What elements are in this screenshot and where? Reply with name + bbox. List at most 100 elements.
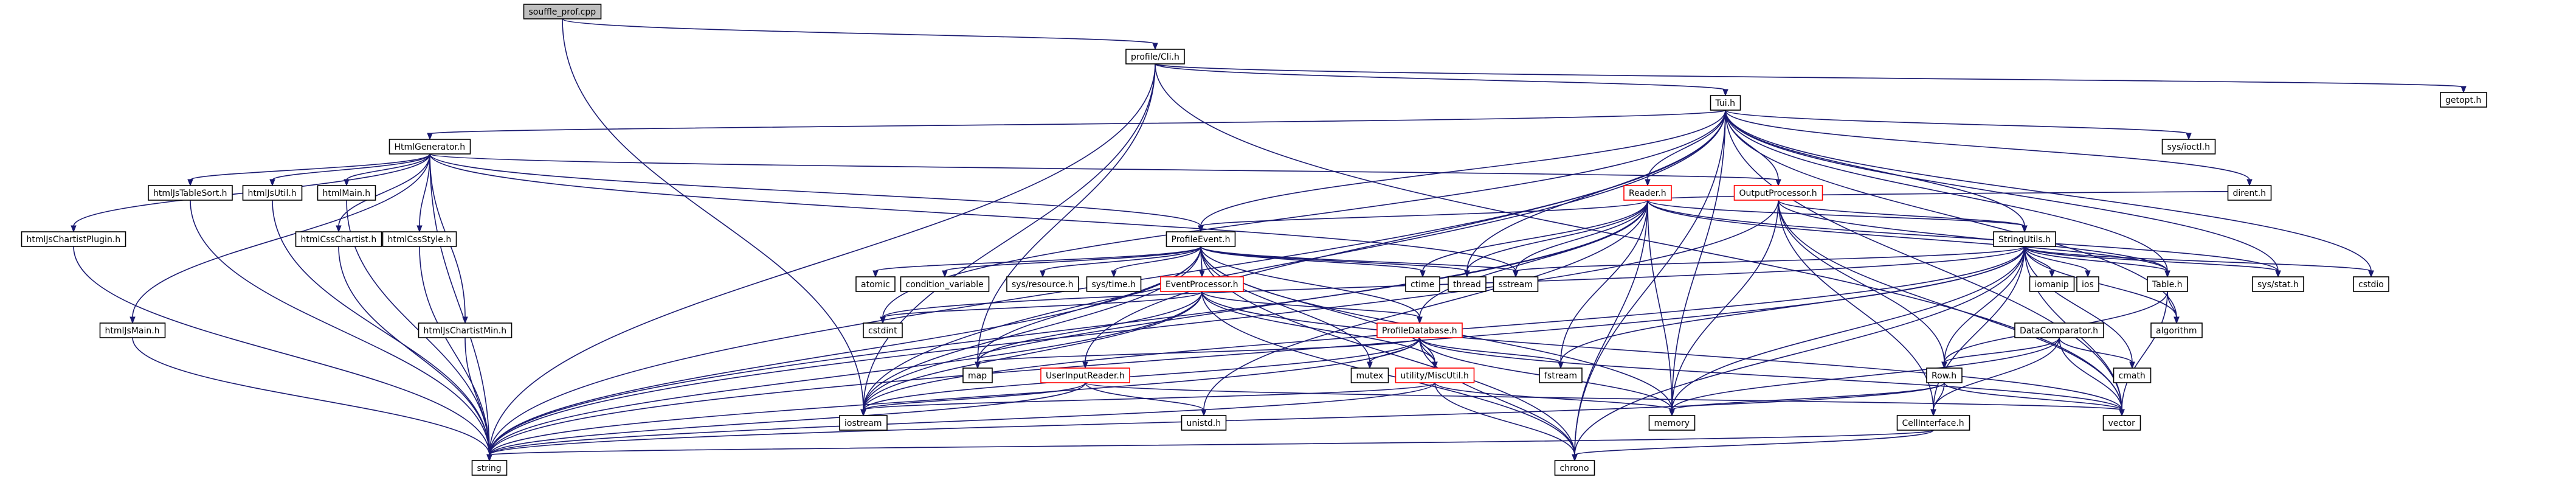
node-label: souffle_prof.cpp [529, 7, 596, 17]
dependency-edge-ProfileEvent_h-to-thread [1200, 246, 1470, 278]
node-table-h[interactable]: Table.h [2147, 276, 2188, 292]
dependency-edge-ProfileEvent_h-to-sys_time_h [1111, 246, 1201, 278]
node-label: sys/resource.h [1012, 280, 1073, 290]
node-condition-variable[interactable]: condition_variable [900, 276, 990, 292]
dependency-edge-HtmlCssStyle_h-to-string [419, 246, 492, 462]
dependency-edge-ProfileEvent_h-to-atomic [872, 246, 1201, 278]
dependency-edge-StringUtils_h-to-cstdio [2024, 246, 2374, 278]
node-mutex[interactable]: mutex [1350, 367, 1389, 383]
node-label: unistd.h [1187, 419, 1221, 428]
node-sstream[interactable]: sstream [1493, 276, 1539, 292]
node-chrono[interactable]: chrono [1554, 460, 1595, 476]
node-label: htmlJsTableSort.h [153, 189, 227, 198]
dependency-edge-Reader_h-to-memory [1647, 200, 1675, 417]
node-eventprocessor-h[interactable]: EventProcessor.h [1160, 276, 1244, 292]
dependency-edge-EventProcessor_h-to-map [975, 291, 1203, 369]
node-getopt-h[interactable]: getopt.h [2440, 92, 2487, 108]
node-label: iostream [844, 419, 882, 428]
node-tui-h[interactable]: Tui.h [1710, 95, 1741, 111]
node-row-h[interactable]: Row.h [1926, 367, 1963, 383]
node-unistd-h[interactable]: unistd.h [1181, 415, 1227, 431]
dependency-edge-StringUtils_h-to-string [486, 246, 2025, 462]
node-cellinterface-h[interactable]: CellInterface.h [1896, 415, 1970, 431]
node-label: Row.h [1932, 371, 1956, 381]
dependency-edge-Tui_h-to-algorithm [1725, 110, 2180, 324]
node-sys-stat-h[interactable]: sys/stat.h [2252, 276, 2304, 292]
node-label: sys/ioctl.h [2167, 142, 2210, 152]
node-stringutils-h[interactable]: StringUtils.h [1993, 231, 2056, 247]
node-sys-resource-h[interactable]: sys/resource.h [1006, 276, 1079, 292]
node-htmljschartistmin-h[interactable]: htmlJsChartistMin.h [418, 322, 513, 338]
dependency-edge-HtmlGenerator_h-to-OutputProcessor_h [429, 153, 1781, 187]
node-iostream[interactable]: iostream [839, 415, 888, 431]
node-thread[interactable]: thread [1448, 276, 1487, 292]
node-htmlcsschartist-h[interactable]: htmlCssChartist.h [295, 231, 382, 247]
node-string[interactable]: string [471, 460, 508, 476]
node-profiledatabase-h[interactable]: ProfileDatabase.h [1376, 322, 1463, 338]
node-memory[interactable]: memory [1648, 415, 1696, 431]
dependency-edge-StringUtils_h-to-sys_stat_h [2024, 246, 2281, 278]
dependency-edge-CellInterface_h-to-chrono [1572, 430, 1934, 462]
node-vector[interactable]: vector [2102, 415, 2141, 431]
node-htmlcssstyle-h[interactable]: htmlCssStyle.h [382, 231, 457, 247]
dependency-edge-Tui_h-to-sys_ioctl_h [1725, 110, 2192, 141]
dependency-edge-ProfileEvent_h-to-ctime [1200, 246, 1426, 278]
node-iomanip[interactable]: iomanip [2029, 276, 2075, 292]
node-profileevent-h[interactable]: ProfileEvent.h [1165, 231, 1236, 247]
dependency-edge-ProfileDatabase_h-to-fstream [1419, 337, 1564, 369]
node-label: Tui.h [1715, 99, 1736, 108]
dependency-edge-HtmlGenerator_h-to-sstream [429, 153, 1519, 278]
dependency-edge-HtmlGenerator_h-to-HtmlMain_h [344, 153, 430, 187]
node-atomic[interactable]: atomic [855, 276, 896, 292]
dependency-edge-HtmlGenerator_h-to-HtmlCssStyle_h [416, 153, 430, 233]
node-ctime[interactable]: ctime [1405, 276, 1440, 292]
node-fstream[interactable]: fstream [1539, 367, 1583, 383]
node-htmljsmain-h[interactable]: htmlJsMain.h [99, 322, 166, 338]
dependency-edge-UserInputReader_h-to-iostream [860, 382, 1086, 417]
node-label: cmath [2119, 371, 2146, 381]
node-label: htmlJsChartistMin.h [424, 326, 507, 336]
node-cstdio[interactable]: cstdio [2353, 276, 2389, 292]
dependency-edge-EventProcessor_h-to-ProfileDatabase_h [1201, 291, 1423, 324]
node-userinputreader-h[interactable]: UserInputReader.h [1040, 367, 1130, 383]
dependency-edge-EventProcessor_h-to-vector [1201, 291, 2125, 417]
dependency-edge-ProfileDatabase_h-to-string [486, 337, 1420, 462]
node-dirent-h[interactable]: dirent.h [2227, 185, 2272, 201]
node-cstdint[interactable]: cstdint [863, 322, 903, 338]
node-label: sstream [1499, 280, 1533, 290]
node-utility-miscutil-h[interactable]: utility/MiscUtil.h [1395, 367, 1475, 383]
dependency-edge-HtmlGenerator_h-to-HtmlJsTableSort_h [187, 153, 430, 187]
node-label: Reader.h [1629, 189, 1666, 198]
node-cmath[interactable]: cmath [2113, 367, 2152, 383]
dependency-edge-ProfileDatabase_h-to-vector [1419, 337, 2125, 417]
node-reader-h[interactable]: Reader.h [1623, 185, 1672, 201]
node-algorithm[interactable]: algorithm [2150, 322, 2203, 338]
node-souffle-prof-cpp: souffle_prof.cpp [523, 4, 602, 19]
dependency-edge-StringUtils_h-to-ios [2024, 246, 2091, 278]
node-datacomparator-h[interactable]: DataComparator.h [2014, 322, 2104, 338]
node-outputprocessor-h[interactable]: OutputProcessor.h [1733, 185, 1823, 201]
node-htmlgenerator-h[interactable]: HtmlGenerator.h [388, 139, 471, 155]
node-htmljstablesort-h[interactable]: htmlJsTableSort.h [148, 185, 233, 201]
node-label: dirent.h [2233, 189, 2267, 198]
dependency-edge-Tui_h-to-OutputProcessor_h [1725, 110, 1781, 187]
node-label: Table.h [2152, 280, 2183, 290]
node-profilecli-h[interactable]: profile/Cli.h [1125, 49, 1185, 64]
node-ios[interactable]: ios [2076, 276, 2099, 292]
node-label: sys/stat.h [2257, 280, 2299, 290]
dependency-edge-ProfileEvent_h-to-sstream [1200, 246, 1519, 278]
node-htmljsutil-h[interactable]: htmlJsUtil.h [242, 185, 303, 201]
dependency-edge-DataComparator_h-to-cmath [2059, 337, 2135, 369]
node-sys-time-h[interactable]: sys/time.h [1086, 276, 1142, 292]
node-label: iomanip [2035, 280, 2069, 290]
dependency-edge-HtmlGenerator_h-to-HtmlCssChartist_h [336, 153, 430, 233]
dependency-edge-HtmlCssChartist_h-to-string [338, 246, 492, 462]
node-sys-ioctl-h[interactable]: sys/ioctl.h [2161, 139, 2216, 155]
node-htmljschartistplugin-h[interactable]: htmlJsChartistPlugin.h [21, 231, 126, 247]
node-map[interactable]: map [962, 367, 993, 383]
node-label: ios [2082, 280, 2094, 290]
node-label: algorithm [2156, 326, 2197, 336]
dependency-edge-EventProcessor_h-to-cstdint [880, 291, 1203, 324]
node-htmlmain-h[interactable]: htmlMain.h [317, 185, 376, 201]
dependency-edge-StringUtils_h-to-Table_h [2024, 246, 2170, 278]
